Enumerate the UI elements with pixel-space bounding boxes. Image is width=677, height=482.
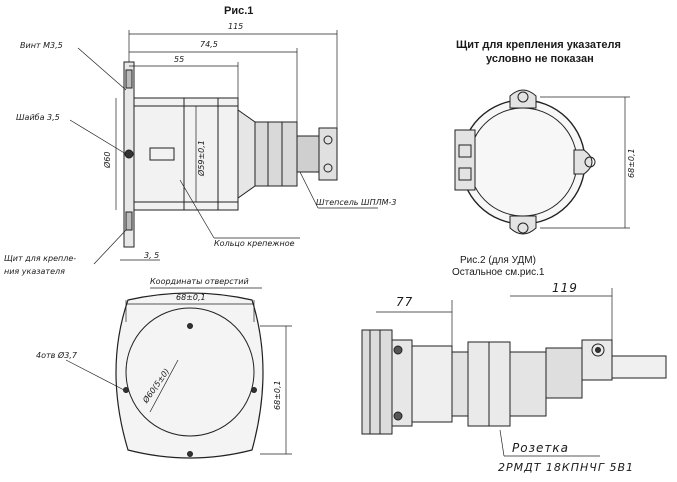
label-plug: Штепсель ШПЛМ-3 — [316, 198, 397, 207]
panel-dim: 68±0,1 — [627, 148, 636, 178]
panel-title-line2: условно не показан — [486, 53, 594, 65]
label-panel-line1: Щит для крепле- — [4, 254, 77, 263]
holes-view — [65, 287, 292, 459]
dim-60: Ø60 — [103, 151, 112, 168]
holes-dim-top: 68±0,1 — [176, 293, 206, 302]
dim-115: 115 — [228, 22, 244, 31]
fig2-title: Рис.2 (для УДМ) — [460, 255, 536, 266]
dim-55: 55 — [174, 55, 185, 64]
fig2-socket-label: Розетка — [512, 441, 569, 455]
label-ring: Кольцо крепежное — [214, 239, 295, 248]
fig1-side-view — [69, 30, 378, 265]
panel-title-line1: Щит для крепления указателя — [456, 39, 621, 51]
fig2-view — [361, 288, 667, 457]
holes-dim-right: 68±0,1 — [273, 380, 282, 410]
dim-59: Ø59±0,1 — [197, 140, 206, 176]
fig2-socket-code: 2РМДТ 18КПНЧГ 5В1 — [498, 461, 634, 474]
fig1-title: Рис.1 — [224, 5, 254, 17]
label-panel-line2: ния указателя — [4, 267, 65, 276]
fig2-dim-119: 119 — [552, 281, 578, 295]
label-washer: Шайба 3,5 — [16, 113, 60, 122]
holes-label: 4отв Ø3,7 — [36, 351, 77, 360]
fig2-dim-77: 77 — [396, 295, 414, 309]
dim-3-5: 3, 5 — [144, 251, 160, 260]
fig2-subtitle: Остальное см.рис.1 — [452, 267, 545, 278]
holes-title: Координаты отверстий — [150, 277, 249, 286]
panel-front-view — [454, 89, 630, 235]
dim-74-5: 74,5 — [200, 40, 218, 49]
label-screw: Винт М3,5 — [20, 41, 63, 50]
